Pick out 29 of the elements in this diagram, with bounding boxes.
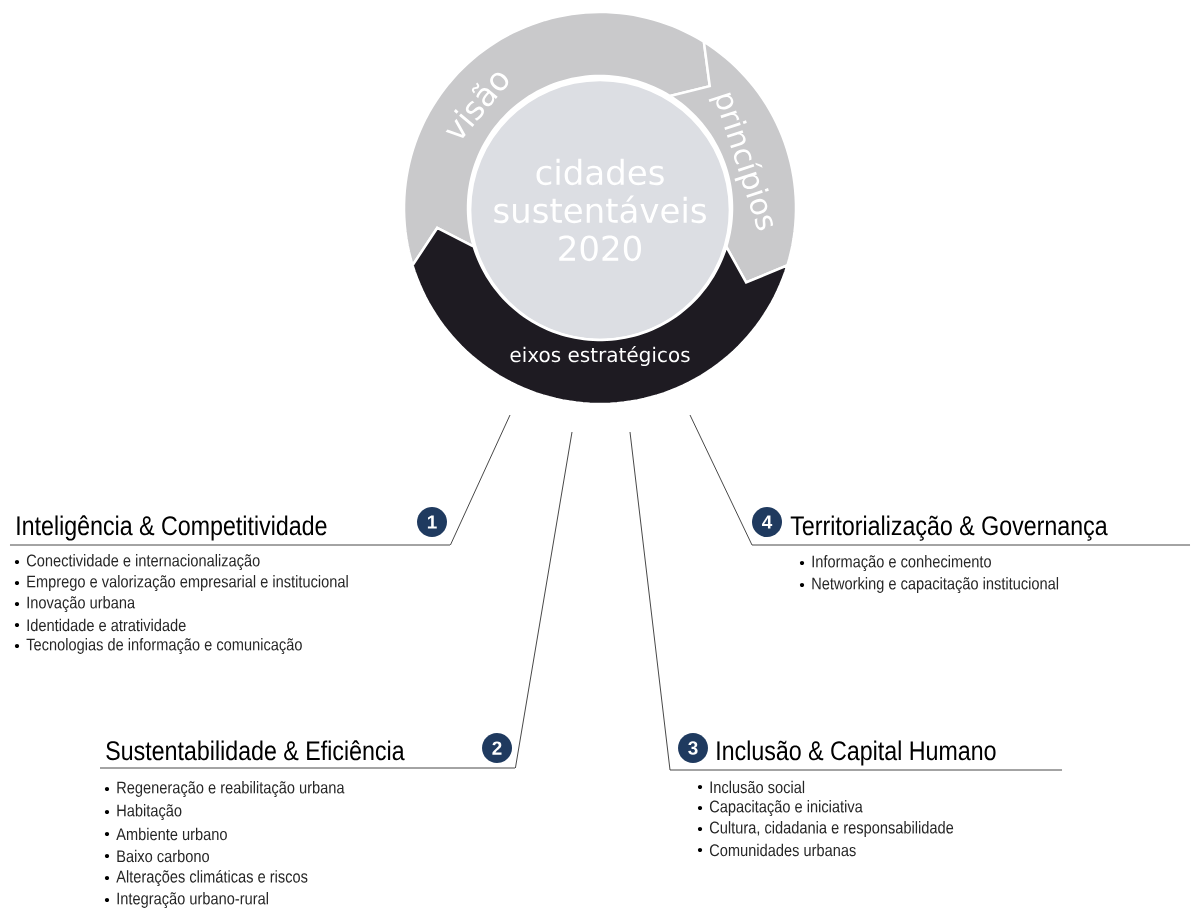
bullet-item: Regeneração e reabilitação urbana xyxy=(104,781,345,797)
number-badge: 3 xyxy=(678,733,708,763)
connector-line xyxy=(514,431,573,769)
bullet-item: Tecnologias de informação e comunicação xyxy=(14,638,302,654)
bullet-item: Habitação xyxy=(104,804,182,820)
bullet-item: Cultura, cidadania e responsabilidade xyxy=(697,821,954,837)
bullet-item: Conectividade e internacionalização xyxy=(14,554,260,570)
bullet-item: Identidade e atratividade xyxy=(14,618,186,632)
bullet-item: Inclusão social xyxy=(697,780,805,794)
connector-line xyxy=(629,431,671,771)
bullet-item: Informação e conhecimento xyxy=(799,555,991,571)
bullet-item: Capacitação e iniciativa xyxy=(697,800,863,816)
bullet-item: Baixo carbono xyxy=(104,849,209,863)
connector-line xyxy=(689,414,753,546)
bullet-item: Alterações climáticas e riscos xyxy=(104,869,308,887)
bullet-item: Inovação urbana xyxy=(14,596,136,612)
bullet-item: Ambiente urbano xyxy=(104,827,227,841)
heading: Inteligência & Competitividade xyxy=(17,515,327,541)
heading: Inclusão & Capital Humano xyxy=(717,740,996,766)
bullet-item: Emprego e valorização empresarial e institucional xyxy=(14,575,348,591)
heading: Territorialização & Governança xyxy=(790,515,1108,541)
bullet-item: Comunidades urbanas xyxy=(697,843,856,857)
bullet-item: Networking e capacitação institucional xyxy=(799,577,1059,593)
connector-line xyxy=(449,414,511,546)
number-badge: 2 xyxy=(482,733,512,763)
number-badge: 1 xyxy=(417,507,447,537)
number-badge: 4 xyxy=(752,507,782,537)
bullet-item: Integração urbano-rural xyxy=(104,892,268,908)
heading: Sustentabilidade & Eficiência xyxy=(106,740,405,761)
